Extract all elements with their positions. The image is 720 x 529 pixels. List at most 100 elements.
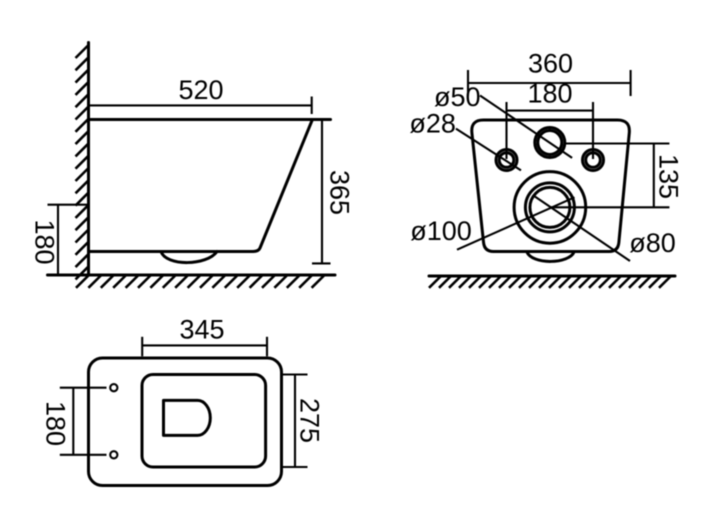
dim-180-side-label: 180 bbox=[30, 219, 60, 264]
label-outlet-diameter: ø80 bbox=[629, 228, 676, 258]
hatch-stroke bbox=[199, 274, 214, 289]
hatch-stroke bbox=[74, 265, 90, 281]
hatch-stroke bbox=[478, 275, 492, 289]
hatch-stroke bbox=[74, 240, 90, 256]
dim-365-label: 365 bbox=[325, 170, 355, 215]
leader-outlet-outer bbox=[456, 196, 575, 251]
hatch-stroke bbox=[236, 274, 252, 289]
hatch-stroke bbox=[161, 274, 177, 289]
hatch-stroke bbox=[124, 274, 140, 289]
hatch-stroke bbox=[428, 275, 442, 289]
hatch-stroke bbox=[498, 275, 512, 289]
hatch-stroke bbox=[248, 274, 264, 289]
hatch-stroke bbox=[74, 80, 90, 96]
dim-180-plan-label: 180 bbox=[40, 401, 70, 446]
dimension-180-plan: 180 bbox=[40, 386, 107, 456]
dim-275-label: 275 bbox=[295, 398, 325, 443]
side-view: 520 365 180 bbox=[30, 41, 355, 289]
hatch-stroke bbox=[448, 275, 462, 289]
hatch-stroke bbox=[598, 275, 612, 289]
hatch-stroke bbox=[137, 274, 152, 289]
hatch-stroke bbox=[261, 274, 276, 289]
hatch-stroke bbox=[186, 274, 202, 289]
hatch-stroke bbox=[548, 275, 562, 289]
hatch-stroke bbox=[273, 274, 289, 289]
leader-fixing-hole bbox=[455, 127, 522, 172]
leader-outlet bbox=[532, 194, 631, 262]
dim-520-label: 520 bbox=[178, 75, 223, 105]
plan-bowl-outline bbox=[162, 398, 212, 437]
hatch-stroke bbox=[578, 275, 592, 289]
hatch-stroke bbox=[310, 274, 326, 289]
hatch-stroke bbox=[74, 130, 90, 146]
hatch-stroke bbox=[468, 275, 482, 289]
hatch-stroke bbox=[438, 275, 452, 289]
label-fixing-hole-diameter: ø28 bbox=[409, 109, 456, 139]
hatch-stroke bbox=[518, 275, 532, 289]
dimension-275: 275 bbox=[283, 373, 325, 469]
dimension-520: 520 bbox=[88, 75, 313, 114]
hatch-stroke bbox=[74, 167, 90, 182]
dimension-360: 360 bbox=[466, 49, 632, 96]
hatch-stroke bbox=[558, 275, 572, 289]
hatch-stroke bbox=[74, 191, 90, 207]
plan-view: 345 275 180 bbox=[40, 315, 325, 487]
plan-hinge-hole-top bbox=[109, 383, 119, 393]
leader-inlet bbox=[479, 94, 573, 159]
dimension-345: 345 bbox=[141, 315, 269, 357]
hatch-stroke bbox=[74, 56, 90, 72]
hatch-stroke bbox=[638, 275, 652, 289]
hatch-stroke bbox=[588, 275, 602, 289]
hatch-stroke bbox=[74, 142, 90, 158]
hatch-stroke bbox=[508, 275, 522, 289]
dimension-365: 365 bbox=[312, 120, 355, 265]
hatch-stroke bbox=[149, 274, 165, 289]
hatch-stroke bbox=[568, 275, 582, 289]
hatch-stroke bbox=[87, 274, 103, 289]
hatch-stroke bbox=[608, 275, 622, 289]
callout-outlet-outer-diameter: ø100 bbox=[410, 196, 575, 251]
inlet-hole bbox=[533, 126, 567, 159]
wall-hatching bbox=[74, 44, 90, 281]
plan-seat-outline bbox=[140, 373, 268, 469]
hatch-stroke bbox=[298, 274, 314, 289]
hatch-stroke bbox=[628, 275, 642, 289]
hatch-stroke bbox=[211, 274, 227, 289]
toilet-front-edge bbox=[87, 119, 314, 253]
hatch-stroke bbox=[74, 105, 90, 121]
hatch-stroke bbox=[618, 275, 632, 289]
inlet-inner-circle bbox=[536, 129, 564, 156]
hatch-stroke bbox=[648, 275, 662, 289]
plan-hinge-hole-bottom bbox=[109, 450, 119, 460]
rear-view: 360 180 135 ø50 ø28 ø100 bbox=[409, 49, 684, 289]
inlet-outer-circle bbox=[533, 126, 567, 159]
hatch-stroke bbox=[528, 275, 542, 289]
label-outlet-outer-diameter: ø100 bbox=[410, 216, 472, 246]
hatch-stroke bbox=[658, 275, 672, 289]
hatch-stroke bbox=[223, 274, 239, 289]
dimension-135: 135 bbox=[549, 142, 684, 209]
hatch-stroke bbox=[112, 274, 128, 289]
dimension-180-side: 180 bbox=[30, 203, 89, 275]
hatch-stroke bbox=[74, 179, 90, 195]
toilet-trap-curve bbox=[159, 250, 219, 264]
floor-hatching bbox=[75, 274, 326, 289]
callout-fixing-hole-diameter: ø28 bbox=[409, 109, 522, 172]
dim-345-label: 345 bbox=[179, 315, 224, 345]
hatch-stroke bbox=[458, 275, 472, 289]
hatch-stroke bbox=[74, 93, 90, 109]
hatch-stroke bbox=[74, 44, 90, 59]
hatch-stroke bbox=[74, 253, 90, 269]
hatch-stroke bbox=[75, 274, 90, 289]
ground-hatching bbox=[428, 275, 672, 289]
dimension-180-rear: 180 bbox=[505, 79, 595, 159]
label-inlet-diameter: ø50 bbox=[434, 82, 481, 112]
hatch-stroke bbox=[285, 274, 301, 289]
hatch-stroke bbox=[488, 275, 502, 289]
hatch-stroke bbox=[74, 228, 90, 244]
dim-360-label: 360 bbox=[528, 49, 573, 79]
hatch-stroke bbox=[74, 203, 90, 219]
